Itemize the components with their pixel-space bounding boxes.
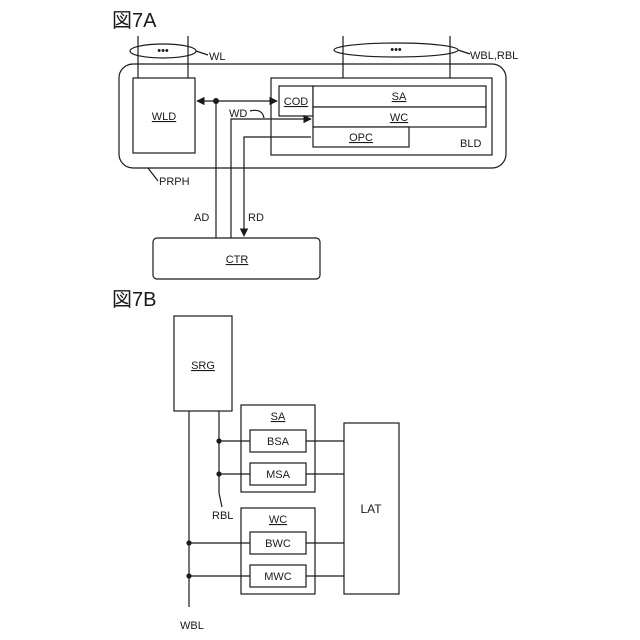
sa-label-7b: SA — [271, 411, 286, 423]
sa-label-7a: SA — [392, 91, 407, 103]
figure-7a: 図7A ••• WL ••• WBL,RBL PRPH WLD BLD — [112, 10, 518, 279]
wd-label: WD — [229, 108, 247, 120]
bsa-label: BSA — [267, 436, 290, 448]
ctr-label: CTR — [226, 254, 249, 266]
wl-label: WL — [209, 51, 226, 63]
lat-label: LAT — [360, 502, 382, 516]
wbl-rbl-ellipsis: ••• — [390, 44, 402, 56]
wc-label-7a: WC — [390, 112, 408, 124]
bwc-label: BWC — [265, 538, 291, 550]
prph-label: PRPH — [159, 176, 190, 188]
figure-7b: 図7B SRG RBL WBL SA BSA MSA WC BWC MWC LA… — [112, 289, 399, 632]
bld-label: BLD — [460, 138, 481, 150]
mwc-label: MWC — [264, 571, 292, 583]
ad-label: AD — [194, 212, 209, 224]
wl-ellipsis: ••• — [157, 45, 169, 57]
rbl-label: RBL — [212, 510, 233, 522]
wbl-label: WBL — [180, 620, 204, 632]
wd-leader — [250, 110, 264, 118]
wbl-rbl-label: WBL,RBL — [470, 50, 518, 62]
cod-label: COD — [284, 96, 309, 108]
figure-7a-title: 図7A — [112, 10, 157, 32]
wld-label: WLD — [152, 111, 177, 123]
srg-label: SRG — [191, 360, 215, 372]
figure-7b-title: 図7B — [112, 289, 156, 311]
wc-label-7b: WC — [269, 514, 287, 526]
wbl-rbl-bundle: ••• WBL,RBL — [334, 36, 518, 78]
msa-label: MSA — [266, 469, 291, 481]
wl-bundle: ••• WL — [130, 36, 226, 78]
opc-label: OPC — [349, 132, 373, 144]
rd-label: RD — [248, 212, 264, 224]
